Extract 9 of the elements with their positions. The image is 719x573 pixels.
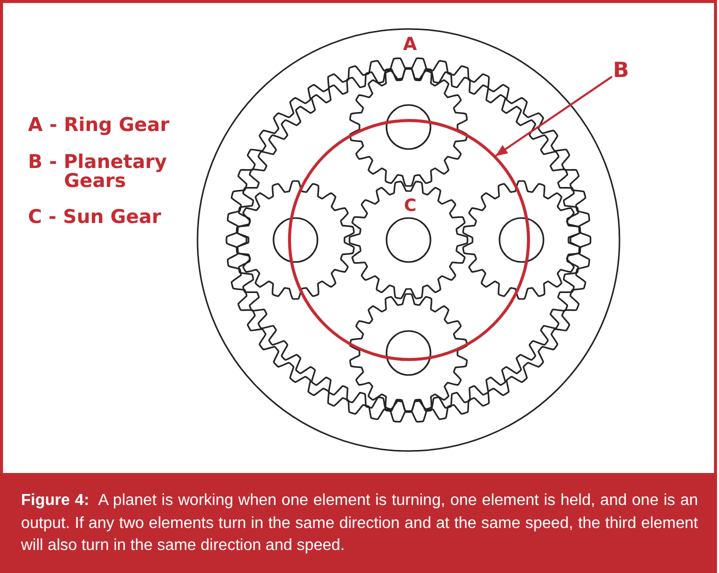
callout-letter: C	[404, 198, 416, 215]
callout-letter: A	[403, 36, 417, 54]
key-label: C - Sun Gear	[28, 208, 162, 227]
key-label: B - Planetary Gears	[28, 153, 168, 191]
key-label: A - Ring Gear	[28, 116, 170, 135]
leader-arrow	[494, 76, 613, 157]
figure-caption: Figure 4: A planet is working when one element is turning, one element is held, and one is an output. If any two elements turn in the same direction and at the same speed, the third element will also turn in the same direction and speed.	[21, 491, 698, 556]
highlight-circle	[288, 119, 530, 361]
callout-letter: B	[613, 60, 630, 81]
